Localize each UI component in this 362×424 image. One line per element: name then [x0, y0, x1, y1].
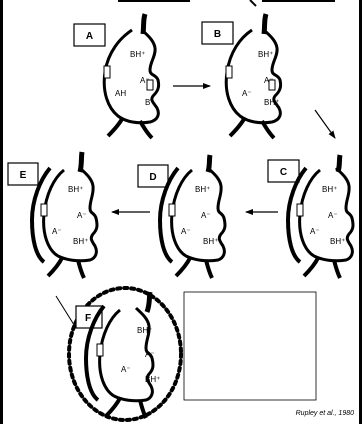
panel-e-label-box: [7, 162, 39, 186]
panel-f-dotted-highlight: [67, 286, 183, 422]
panel-b-enzyme-body: [224, 28, 283, 125]
panel-c-a2: A⁻: [310, 227, 320, 236]
panel-a-b: B: [145, 98, 150, 107]
panel-e-top-strand: [77, 151, 85, 173]
title-remnant-glyph: [249, 0, 257, 7]
panel-a-residue-box: [103, 65, 111, 79]
panel-b-a1: A⁻: [264, 76, 274, 85]
panel-a-enzyme-body: [102, 28, 161, 125]
panel-f-pointer-line: [55, 295, 77, 329]
panel-b-bh1: BH⁺: [258, 50, 273, 59]
panel-b-residue-box-right: [268, 79, 276, 91]
panel-d: D BH⁺ A⁻ A⁻ BH⁺: [137, 154, 227, 279]
panel-e-bottom-strands: [46, 257, 86, 279]
panel-d-label-box: [137, 164, 169, 188]
panel-c-residue-box: [296, 203, 304, 217]
panel-f-outer-strand: [83, 304, 106, 402]
panel-e-bh2: BH⁺: [73, 237, 88, 246]
panel-a-a: A⁻: [140, 76, 150, 85]
panel-f-a2: A⁻: [121, 365, 131, 374]
panel-f-bh2: BH⁺: [145, 375, 160, 384]
panel-a-letter: A: [86, 31, 93, 42]
panel-e-a1: A⁻: [77, 211, 87, 220]
panel-a: A BH⁺ A⁻ AH B: [73, 13, 161, 140]
panel-c-bh1: BH⁺: [322, 185, 337, 194]
panel-f-enzyme-body: [98, 306, 155, 403]
panel-c-outer-strand: [285, 166, 308, 264]
panel-e-outer-strand: [29, 166, 52, 264]
panel-a-label-box: [73, 23, 106, 47]
panel-b-bh2: BH⁺: [264, 98, 279, 107]
panel-c-label-box: [267, 159, 300, 183]
panel-b-bottom-strands: [228, 117, 276, 140]
empty-callout-box: [183, 291, 317, 401]
panel-f-a1: A⁻: [145, 350, 155, 359]
panel-d-top-strand: [205, 154, 213, 173]
panel-b-a2: A⁻: [242, 89, 252, 98]
panel-b-top-strand: [261, 13, 269, 35]
panel-b-residue-box: [225, 65, 233, 79]
panel-e-a2: A⁻: [52, 227, 62, 236]
panel-d-a1: A⁻: [201, 211, 211, 220]
panel-d-outer-strand: [157, 166, 180, 264]
panel-c-enzyme-body: [298, 166, 355, 263]
panel-b-label-box: [201, 21, 234, 45]
panel-a-bottom-strands: [106, 117, 154, 140]
panel-c-letter: C: [280, 167, 287, 178]
panel-a-ah: AH: [115, 89, 126, 98]
panel-c-top-strand: [335, 154, 343, 173]
arrow-b-to-c: [314, 109, 336, 139]
panel-c-bh2: BH⁺: [330, 237, 345, 246]
panel-e-residue-box: [40, 203, 48, 217]
panel-e-bh1: BH⁺: [68, 185, 83, 194]
panel-b-letter: B: [214, 29, 221, 40]
panel-f-bottom-strands: [104, 397, 148, 419]
panel-a-top-strand: [140, 13, 148, 35]
panel-c: C BH⁺ A⁻ A⁻ BH⁺: [267, 154, 355, 279]
panel-d-letter: D: [149, 172, 156, 183]
panel-e-letter: E: [20, 170, 27, 181]
panel-d-a2: A⁻: [181, 227, 191, 236]
panel-f-residue-box: [96, 343, 104, 357]
panel-a-bh: BH⁺: [130, 50, 145, 59]
panel-c-a1: A⁻: [328, 211, 338, 220]
panel-c-bottom-strands: [302, 257, 342, 279]
panel-b: B BH⁺ A⁻ A⁻ BH⁺: [201, 13, 283, 140]
citation: Rupley et al., 1980: [295, 410, 354, 417]
panel-a-residue-box-right: [146, 79, 154, 91]
panel-e-enzyme-body: [42, 166, 99, 263]
panel-f-bh1: BH⁺: [137, 326, 152, 335]
panel-f-letter: F: [85, 313, 91, 324]
panel-d-bh2: BH⁺: [203, 237, 218, 246]
panel-e: E BH⁺ A⁻ A⁻ BH⁺: [7, 151, 99, 279]
panel-f: F BH⁺ A⁻ A⁻ BH⁺: [55, 286, 183, 422]
panel-d-bottom-strands: [174, 257, 214, 279]
panel-d-bh1: BH⁺: [195, 185, 210, 194]
panel-d-enzyme-body: [170, 166, 227, 263]
panel-f-top-strand: [144, 291, 153, 313]
panel-d-residue-box: [168, 203, 176, 217]
